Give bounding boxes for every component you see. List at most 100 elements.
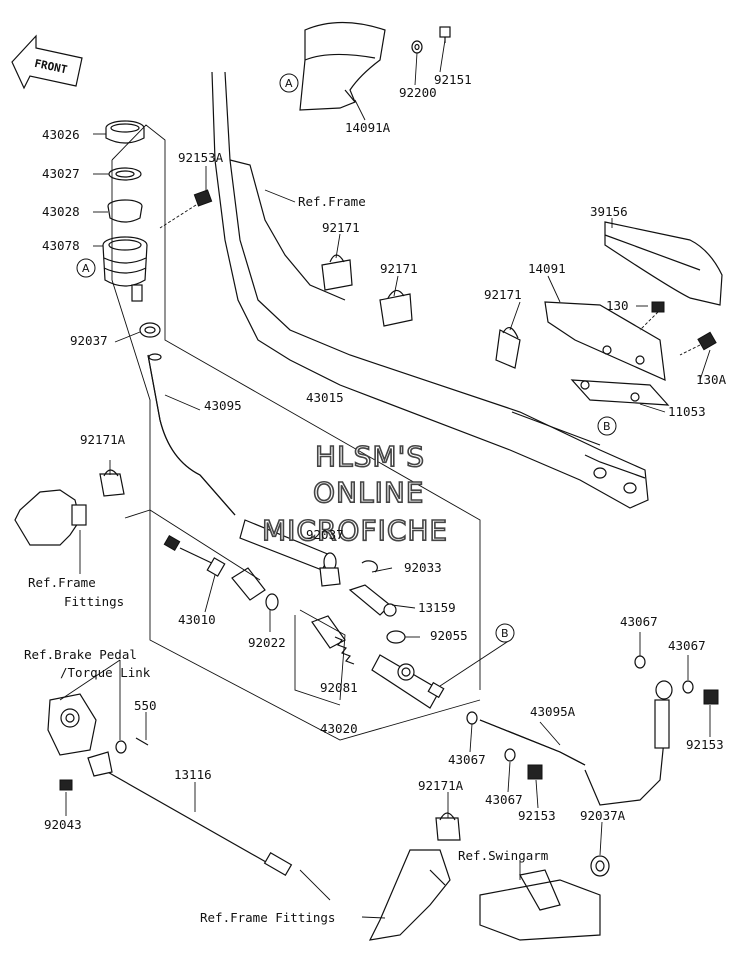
master-cylinder-body [371, 654, 445, 709]
bracket-14091 [544, 301, 666, 381]
label-92022: 92022 [248, 635, 286, 650]
diaphragm-plate-43027 [108, 167, 142, 181]
label-92055: 92055 [430, 628, 468, 643]
label-92037A: 92037A [580, 808, 626, 823]
label-92171-b: 92171 [380, 261, 418, 276]
callout-a-top: A [279, 73, 299, 93]
assembly-outline [111, 124, 481, 741]
diaphragm-43028 [107, 199, 143, 223]
label-92171A-bottom: 92171A [418, 778, 464, 793]
callout-b-frame: B [597, 416, 617, 436]
label-ref-brake-2: /Torque Link [60, 665, 151, 680]
watermark-line2: ONLINE [313, 476, 424, 509]
label-43026: 43026 [42, 127, 80, 142]
label-39156: 39156 [590, 204, 628, 219]
watermark-line1: HLSM'S [315, 440, 425, 473]
watermark: HLSM'S ONLINE MICROFICHE [261, 439, 448, 548]
circlip-92022 [265, 593, 279, 611]
hose-43095A [479, 699, 670, 806]
clamp-92037A [590, 855, 610, 877]
label-43020: 43020 [320, 721, 358, 736]
callout-a-reservoir: A [76, 258, 96, 278]
banjo-bolt-92153-a [527, 764, 543, 780]
label-92151: 92151 [434, 72, 472, 87]
label-92171-a: 92171 [322, 220, 360, 235]
clamp-92171-a [321, 254, 353, 291]
washer-43067-a [634, 655, 646, 669]
clamp-92037 [139, 322, 161, 338]
label-92171A-top: 92171A [80, 432, 126, 447]
washer-43067-d [504, 748, 516, 762]
label-43067-c: 43067 [448, 752, 486, 767]
bolt-130A [679, 331, 717, 356]
label-43095: 43095 [204, 398, 242, 413]
clamp-92171A-top [99, 469, 125, 497]
washer-43067-c [466, 711, 478, 725]
label-ref-frame-fittings-bottom: Ref.Frame Fittings [200, 910, 335, 925]
callout-b-cylinder: B [495, 623, 515, 643]
washer-92200 [411, 40, 423, 54]
label-92037-mid: 92037 [306, 527, 344, 542]
label-550: 550 [134, 698, 157, 713]
plate-11053 [570, 379, 670, 406]
washer-43067-b [682, 680, 694, 694]
leader-lines [59, 39, 711, 919]
label-92200: 92200 [399, 85, 437, 100]
reservoir-43078 [102, 236, 148, 302]
label-ref-swingarm: Ref.Swingarm [458, 848, 548, 863]
label-92037: 92037 [70, 333, 108, 348]
label-ref-frame-fittings-2: Fittings [64, 594, 124, 609]
label-ref-brake-1: Ref.Brake Pedal [24, 647, 137, 662]
fitting-13159 [348, 584, 397, 617]
callout-b-cylinder-text: B [501, 627, 509, 640]
label-92153A: 92153A [178, 150, 224, 165]
label-43078: 43078 [42, 238, 80, 253]
boot-43010 [231, 567, 266, 601]
clamp-92171-c [495, 327, 521, 369]
label-92171-c: 92171 [484, 287, 522, 302]
bolt-92153A [159, 189, 213, 229]
rod-43010 [163, 534, 226, 577]
label-92033: 92033 [404, 560, 442, 575]
label-92081: 92081 [320, 680, 358, 695]
frame-fitting-left [14, 489, 87, 546]
label-43067-d: 43067 [485, 792, 523, 807]
callout-a-top-text: A [285, 77, 293, 90]
label-11053: 11053 [668, 404, 706, 419]
cover-14091A [299, 21, 386, 111]
bolt-92043 [59, 779, 73, 791]
swingarm [479, 869, 601, 941]
label-43095A: 43095A [530, 704, 576, 719]
clamp-92171-b [379, 289, 413, 327]
washer-550 [115, 740, 127, 754]
label-43015: 43015 [306, 390, 344, 405]
label-43028: 43028 [42, 204, 80, 219]
frame-fitting-bottom [368, 849, 451, 941]
label-ref-frame: Ref.Frame [298, 194, 366, 209]
bolt-130 [639, 301, 665, 331]
circlip-92033 [361, 560, 378, 573]
pin-550 [135, 737, 149, 746]
label-13159: 13159 [418, 600, 456, 615]
label-43027: 43027 [42, 166, 80, 181]
clamp-92171A-bottom [435, 812, 461, 841]
label-92043: 92043 [44, 817, 82, 832]
label-43010: 43010 [178, 612, 216, 627]
label-43067-a: 43067 [620, 614, 658, 629]
frame-tube [211, 71, 649, 509]
guard-39156 [604, 221, 723, 306]
label-130: 130 [606, 298, 629, 313]
clamp-92037-mid [319, 567, 341, 587]
reservoir-cap-43026 [105, 120, 145, 144]
oring-92055 [386, 630, 406, 644]
label-ref-frame-fittings-1: Ref.Frame [28, 575, 96, 590]
hose-43095 [147, 353, 236, 516]
watermark-line3: MICROFICHE [262, 514, 448, 547]
front-arrow-icon: FRONT [11, 34, 83, 90]
callout-b-frame-text: B [603, 420, 611, 433]
label-130A: 130A [696, 372, 727, 387]
label-13116: 13116 [174, 767, 212, 782]
banjo-fitting-right [655, 680, 673, 700]
label-92153-b: 92153 [686, 737, 724, 752]
